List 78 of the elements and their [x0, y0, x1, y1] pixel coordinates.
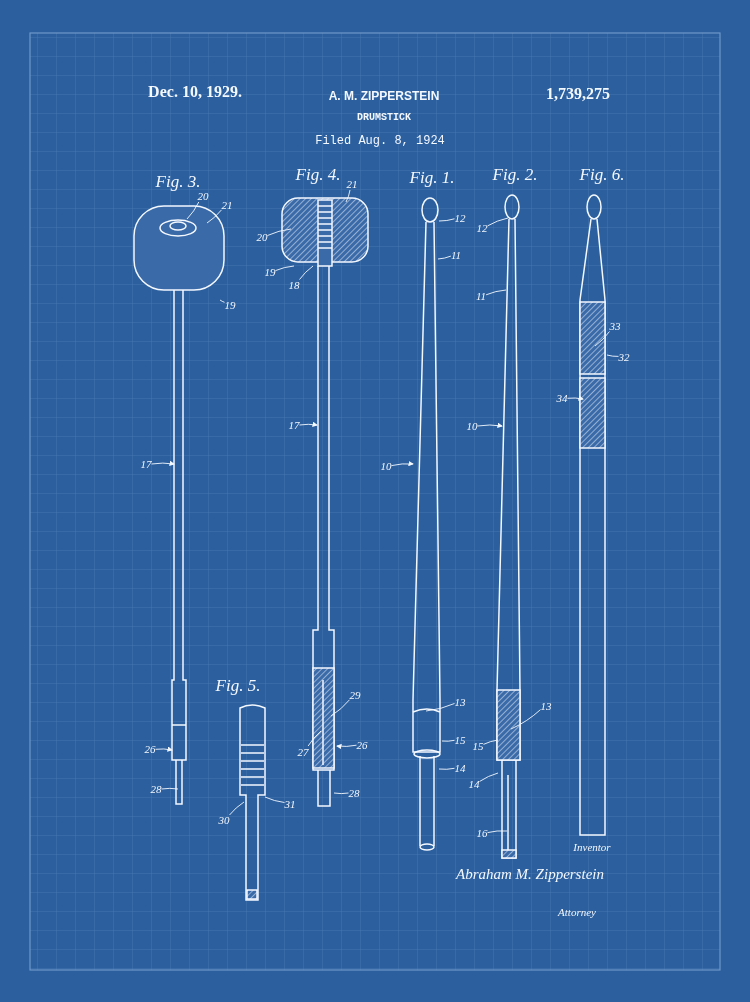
callout-number: 21 — [346, 178, 358, 190]
callout-number: 20 — [197, 190, 209, 202]
callout-number: 13 — [540, 700, 552, 712]
leader-line — [264, 796, 285, 803]
callout-number: 12 — [454, 212, 466, 224]
callout-number: 17 — [288, 419, 300, 431]
mallet-section-drawing — [281, 197, 369, 807]
callout-number: 19 — [224, 299, 236, 311]
leader-line — [267, 228, 292, 236]
callout-number: 13 — [454, 696, 466, 708]
callout-number: 15 — [472, 740, 484, 752]
title: DRUMSTICK — [357, 111, 411, 123]
leader-line — [206, 209, 222, 224]
callout-number: 18 — [288, 279, 300, 291]
callout-number: 28 — [150, 783, 162, 795]
leader-line — [487, 217, 509, 227]
callout-number: 11 — [450, 249, 462, 261]
callout-number: 21 — [221, 199, 233, 211]
callout-number: 19 — [264, 266, 276, 278]
figure-label: Fig. 4. — [295, 165, 341, 185]
leader-line — [307, 730, 322, 747]
leader-line — [161, 787, 179, 790]
leader-line — [229, 801, 245, 816]
drumstick-drawing — [412, 197, 441, 851]
leader-line — [438, 218, 455, 222]
callout-number: 11 — [475, 290, 487, 302]
signature-text: Attorney — [558, 906, 596, 918]
figure-label: Fig. 3. — [155, 172, 201, 192]
callout-number: 15 — [454, 734, 466, 746]
callout-number: 28 — [348, 787, 360, 799]
signature-text: Inventor — [573, 841, 611, 853]
header-text: A. M. ZIPPERSTEIN — [328, 89, 440, 103]
leader-line — [606, 354, 619, 357]
leader-line — [437, 255, 452, 260]
leader-line — [333, 792, 349, 795]
callout-number: 34 — [556, 392, 568, 404]
header-text: Dec. 10, 1929. — [148, 83, 242, 101]
callout-number: 31 — [284, 798, 296, 810]
leader-line — [425, 703, 455, 712]
header-text: 1,739,275 — [546, 85, 610, 103]
callout-number: 27 — [297, 746, 309, 758]
callout-number: 17 — [140, 458, 152, 470]
leader-line — [345, 189, 351, 203]
leader-line — [186, 201, 200, 220]
leader-line — [487, 830, 508, 834]
callout-number: 10 — [380, 460, 392, 472]
header-text: Filed Aug. 8, 1924 — [315, 134, 445, 148]
callout-number: 14 — [468, 778, 480, 790]
figure-label: Fig. 5. — [215, 676, 261, 696]
callout-number: 30 — [218, 814, 230, 826]
drumstick-section-drawing — [496, 194, 521, 859]
drumstick-drawing — [579, 194, 606, 836]
insert-drawing — [239, 704, 266, 901]
callout-number: 26 — [144, 743, 156, 755]
callout-number: 32 — [618, 351, 630, 363]
callout-number: 33 — [609, 320, 621, 332]
callout-number: 14 — [454, 762, 466, 774]
figure-label: Fig. 2. — [492, 165, 538, 185]
figure-label: Fig. 6. — [579, 165, 625, 185]
callout-number: 12 — [476, 222, 488, 234]
leader-line — [275, 265, 295, 272]
callout-number: 20 — [256, 231, 268, 243]
leader-line — [438, 767, 455, 770]
callout-number: 29 — [349, 689, 361, 701]
callout-number: 26 — [356, 739, 368, 751]
leader-line — [441, 739, 455, 742]
leader-line — [330, 699, 350, 717]
leader-line — [485, 289, 507, 296]
callout-number: 16 — [476, 827, 488, 839]
leader-line — [479, 772, 499, 782]
leader-line — [594, 331, 610, 347]
leader-line — [483, 739, 499, 745]
signature-text: Abraham M. Zipperstein — [456, 865, 604, 883]
leader-line — [299, 265, 314, 280]
leader-line — [510, 709, 541, 730]
callout-number: 10 — [466, 420, 478, 432]
figure-label: Fig. 1. — [409, 168, 455, 188]
leader-line — [219, 299, 225, 303]
